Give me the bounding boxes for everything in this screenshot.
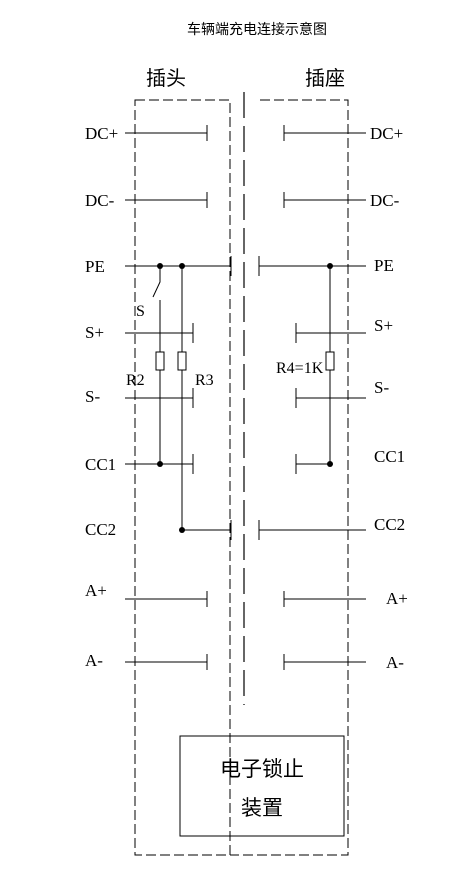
socket-header: 插座	[305, 66, 345, 90]
plug-pin-label-pe: PE	[85, 257, 105, 276]
plug-header: 插头	[146, 66, 186, 90]
plug-line-pe	[125, 256, 232, 276]
socket-line-dc-plus	[283, 125, 366, 141]
socket-line-a-minus	[283, 654, 366, 670]
socket-pin-label-s-minus: S-	[374, 378, 389, 397]
socket-line-cc2	[258, 520, 366, 540]
plug-line-dc-plus	[125, 125, 208, 141]
socket-conductors	[258, 125, 366, 670]
plug-line-a-plus	[125, 591, 208, 607]
plug-pin-label-dc-minus: DC-	[85, 191, 115, 210]
socket-line-dc-minus	[283, 192, 366, 208]
plug-line-a-minus	[125, 654, 208, 670]
diagram-title: 车辆端充电连接示意图	[187, 21, 327, 38]
plug-pin-label-a-minus: A-	[85, 651, 103, 670]
socket-pin-label-cc2: CC2	[374, 515, 405, 534]
plug-pin-label-cc2: CC2	[85, 520, 116, 539]
socket-pin-label-a-minus: A-	[386, 653, 404, 672]
socket-pin-label-pe: PE	[374, 256, 394, 275]
socket-line-cc1	[295, 454, 330, 474]
resistor-r4	[325, 351, 335, 371]
resistor-r2	[155, 351, 165, 371]
switch-s	[152, 266, 161, 352]
junction-dot	[327, 263, 333, 269]
junction-dot	[157, 263, 163, 269]
socket-pin-label-dc-plus: DC+	[370, 124, 403, 143]
socket-line-a-plus	[283, 591, 366, 607]
resistor-r3-label: R3	[195, 372, 214, 389]
plug-pin-label-s-minus: S-	[85, 387, 100, 406]
junction-dot	[179, 263, 185, 269]
junction-dot	[157, 461, 163, 467]
plug-pin-label-cc1: CC1	[85, 455, 116, 474]
plug-line-cc2	[182, 520, 232, 540]
electronic-lock-label-line2: 装置	[241, 796, 283, 820]
resistor-r3	[177, 351, 187, 371]
plug-pin-label-s-plus: S+	[85, 323, 104, 342]
plug-pin-label-dc-plus: DC+	[85, 124, 118, 143]
electronic-lock-label-line1: 电子锁止	[220, 757, 304, 781]
switch-s-label: S	[136, 303, 145, 320]
socket-line-s-minus	[295, 388, 366, 408]
socket-pin-label-s-plus: S+	[374, 316, 393, 335]
resistor-r2-label: R2	[126, 372, 145, 389]
socket-pin-label-cc1: CC1	[374, 447, 405, 466]
socket-pin-label-a-plus: A+	[386, 589, 408, 608]
electronic-lock-box	[179, 735, 345, 837]
socket-line-pe	[258, 256, 366, 276]
socket-line-s-plus	[295, 323, 366, 343]
junction-dot	[327, 461, 333, 467]
plug-line-dc-minus	[125, 192, 208, 208]
socket-pin-label-dc-minus: DC-	[370, 191, 400, 210]
socket-enclosure	[230, 99, 349, 856]
plug-conductors	[125, 125, 232, 670]
resistor-r4-label: R4=1K	[276, 360, 324, 377]
plug-pin-label-a-plus: A+	[85, 581, 107, 600]
junction-dot	[179, 527, 185, 533]
plug-enclosure	[134, 99, 231, 856]
